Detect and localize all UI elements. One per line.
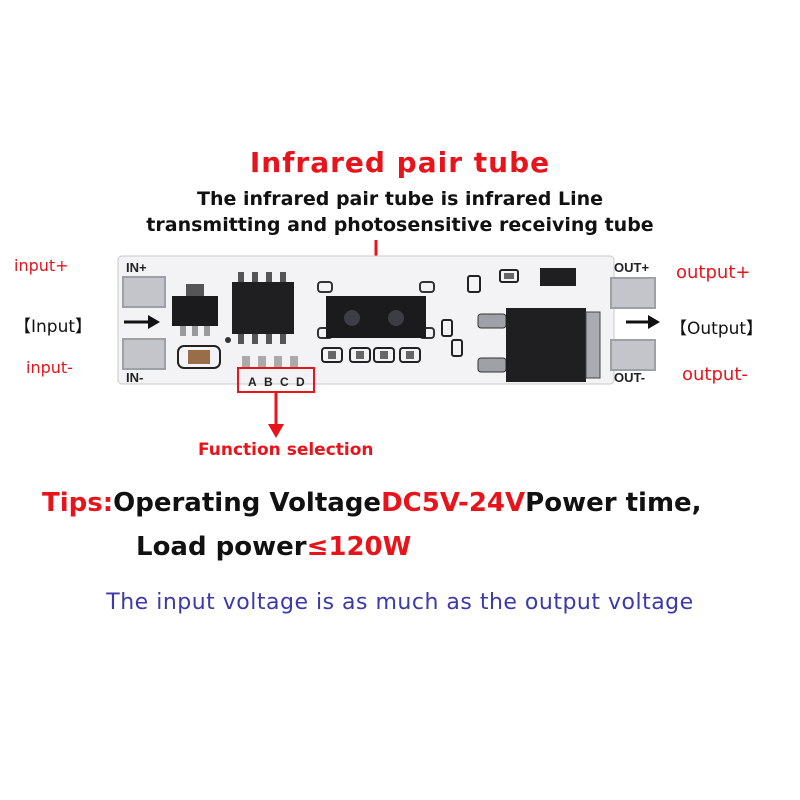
board-label-in-plus: IN+ <box>126 260 147 275</box>
function-selection-label: Function selection <box>198 440 374 460</box>
title: Infrared pair tube <box>249 146 551 179</box>
description-line-2: transmitting and photosensitive receivin… <box>146 214 654 236</box>
tips-text-2: Power time, <box>525 488 702 518</box>
capacitor <box>177 345 221 369</box>
function-arrow <box>268 392 284 438</box>
pin-label: A <box>248 375 257 389</box>
board-label-in-minus: IN- <box>126 370 143 385</box>
voltage-regulator <box>172 284 218 336</box>
input-label: 【Input】 <box>14 317 93 337</box>
pin-label: C <box>280 375 289 389</box>
output-plus-label: output+ <box>676 262 751 283</box>
footer-note: The input voltage is as much as the outp… <box>106 590 694 615</box>
smd-components <box>321 269 519 363</box>
tips-power: ≤120W <box>306 532 412 562</box>
tips-voltage: DC5V-24V <box>381 488 526 518</box>
diode <box>540 268 576 286</box>
input-plus-label: input+ <box>14 256 69 275</box>
board-label-out-plus: OUT+ <box>614 260 649 275</box>
pin-label: B <box>264 375 273 389</box>
mosfet <box>477 308 601 382</box>
output-minus-label: output- <box>682 364 748 385</box>
ic-chip <box>225 272 294 344</box>
tips-line-1: Tips:Operating VoltageDC5V-24VPower time… <box>42 488 702 518</box>
tips-text-1: Operating Voltage <box>113 488 382 518</box>
tips-line-2: Load power≤120W <box>136 532 411 562</box>
output-label: 【Output】 <box>670 319 764 339</box>
input-arrow <box>124 315 160 329</box>
board-label-out-minus: OUT- <box>614 370 645 385</box>
input-minus-label: input- <box>26 358 73 377</box>
tips-prefix: Tips: <box>42 488 114 518</box>
tips-text-3: Load power <box>136 532 307 562</box>
output-arrow <box>626 315 660 329</box>
description-line-1: The infrared pair tube is infrared Line <box>196 188 604 210</box>
jumper-pads <box>242 356 298 368</box>
infrared-sensor <box>317 281 435 339</box>
pin-label: D <box>296 375 305 389</box>
